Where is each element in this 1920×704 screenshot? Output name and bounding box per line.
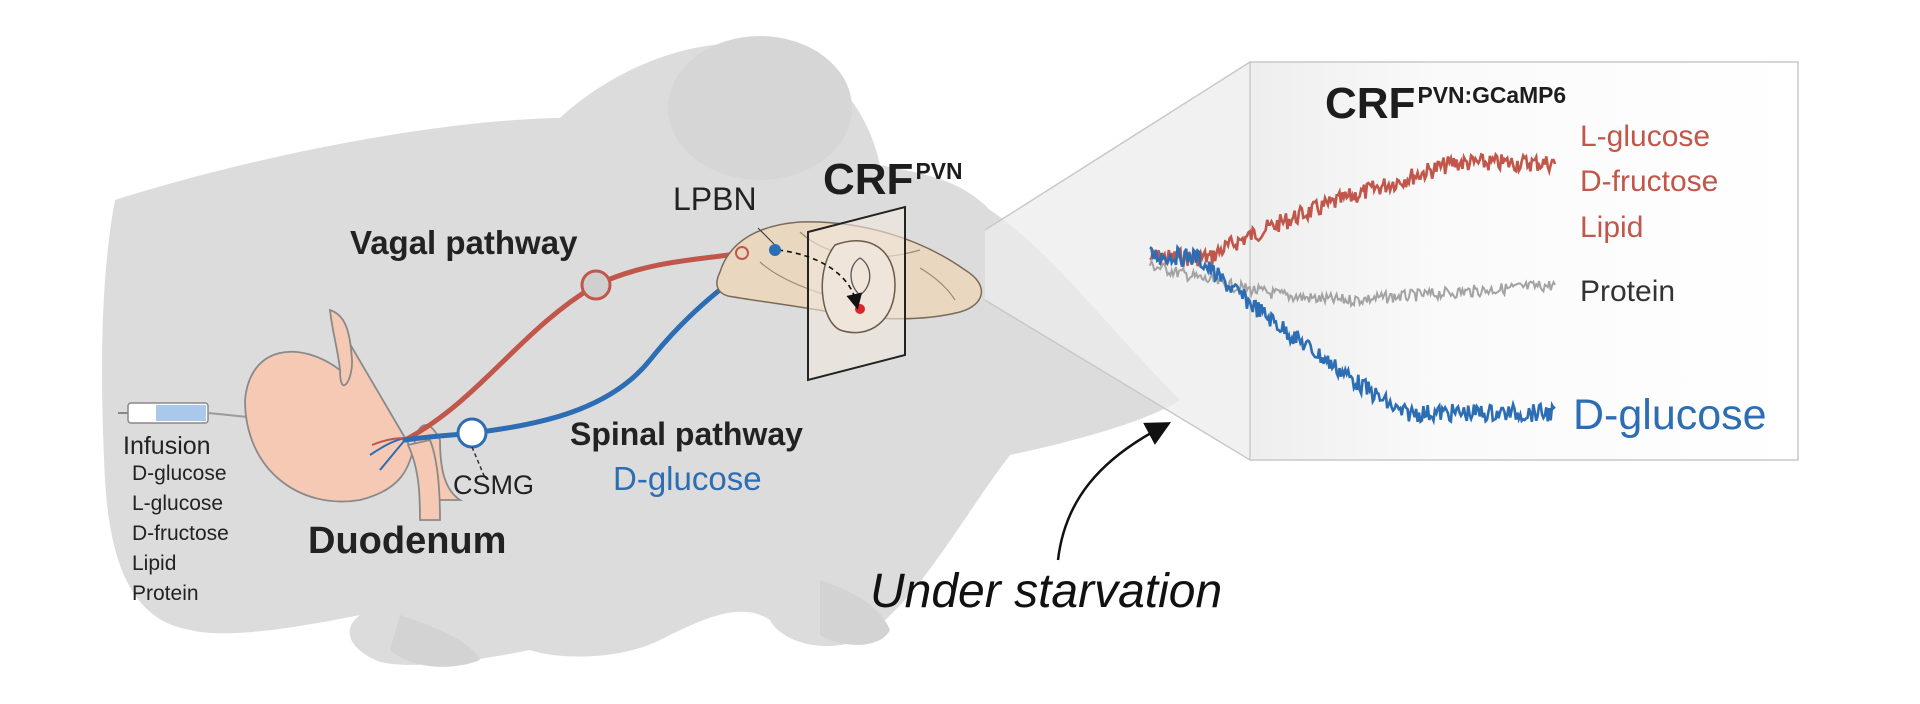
inset-title: CRFPVN:GCaMP6	[1325, 82, 1566, 126]
inset-title-text: CRF	[1325, 79, 1416, 128]
duodenum-label: Duodenum	[308, 520, 507, 562]
crf-superscript: PVN	[915, 158, 963, 184]
inset-panel	[984, 61, 1799, 461]
infusion-item-lipid: Lipid	[132, 552, 177, 575]
mouse-front-paw	[820, 580, 890, 645]
inset-box	[1249, 61, 1799, 461]
vagal-pathway-line	[402, 250, 745, 443]
lpbn-label: LPBN	[673, 181, 757, 217]
infusion-item-d-fructose: D-fructose	[132, 522, 229, 545]
calcium-traces	[1149, 151, 1557, 426]
crf-pvn-label: CRFPVN	[823, 158, 962, 202]
infusion-title: Infusion	[123, 432, 211, 460]
zoom-connector	[985, 62, 1250, 460]
starvation-arrow	[1056, 422, 1172, 561]
vagal-ganglion	[580, 269, 612, 301]
mouse-ear	[668, 36, 852, 180]
csmg-ganglion	[456, 417, 488, 449]
legend-d-glucose: D-glucose	[1573, 391, 1767, 439]
trace-carbs-lipid	[1149, 151, 1557, 268]
legend-l-glucose: L-glucose	[1580, 120, 1711, 153]
legend-d-fructose: D-fructose	[1580, 165, 1719, 198]
crf-text: CRF	[823, 155, 914, 204]
spinal-nutrient-label: D-glucose	[613, 460, 762, 497]
legend-lipid: Lipid	[1580, 211, 1644, 244]
mouse-silhouette	[102, 36, 1180, 667]
vagal-pathway-label: Vagal pathway	[350, 224, 578, 261]
mouse-hind-paw	[390, 615, 480, 667]
brain-illustration	[716, 205, 983, 382]
pvn-target	[855, 304, 865, 314]
stomach-illustration	[244, 308, 463, 521]
under-starvation-label: Under starvation	[870, 565, 1223, 618]
spinal-pathway-line	[402, 247, 778, 479]
trace-protein	[1149, 257, 1556, 309]
infusion-item-d-glucose: D-glucose	[132, 462, 227, 485]
mouse-body	[102, 43, 1180, 665]
spinal-pathway-label: Spinal pathway	[570, 416, 803, 452]
trace-d-glucose	[1149, 243, 1556, 426]
infusion-item-protein: Protein	[132, 582, 199, 605]
legend-protein: Protein	[1580, 275, 1676, 308]
csmg-label: CSMG	[453, 470, 534, 500]
inset-title-superscript: PVN:GCaMP6	[1417, 82, 1567, 108]
infusion-item-l-glucose: L-glucose	[132, 492, 224, 515]
